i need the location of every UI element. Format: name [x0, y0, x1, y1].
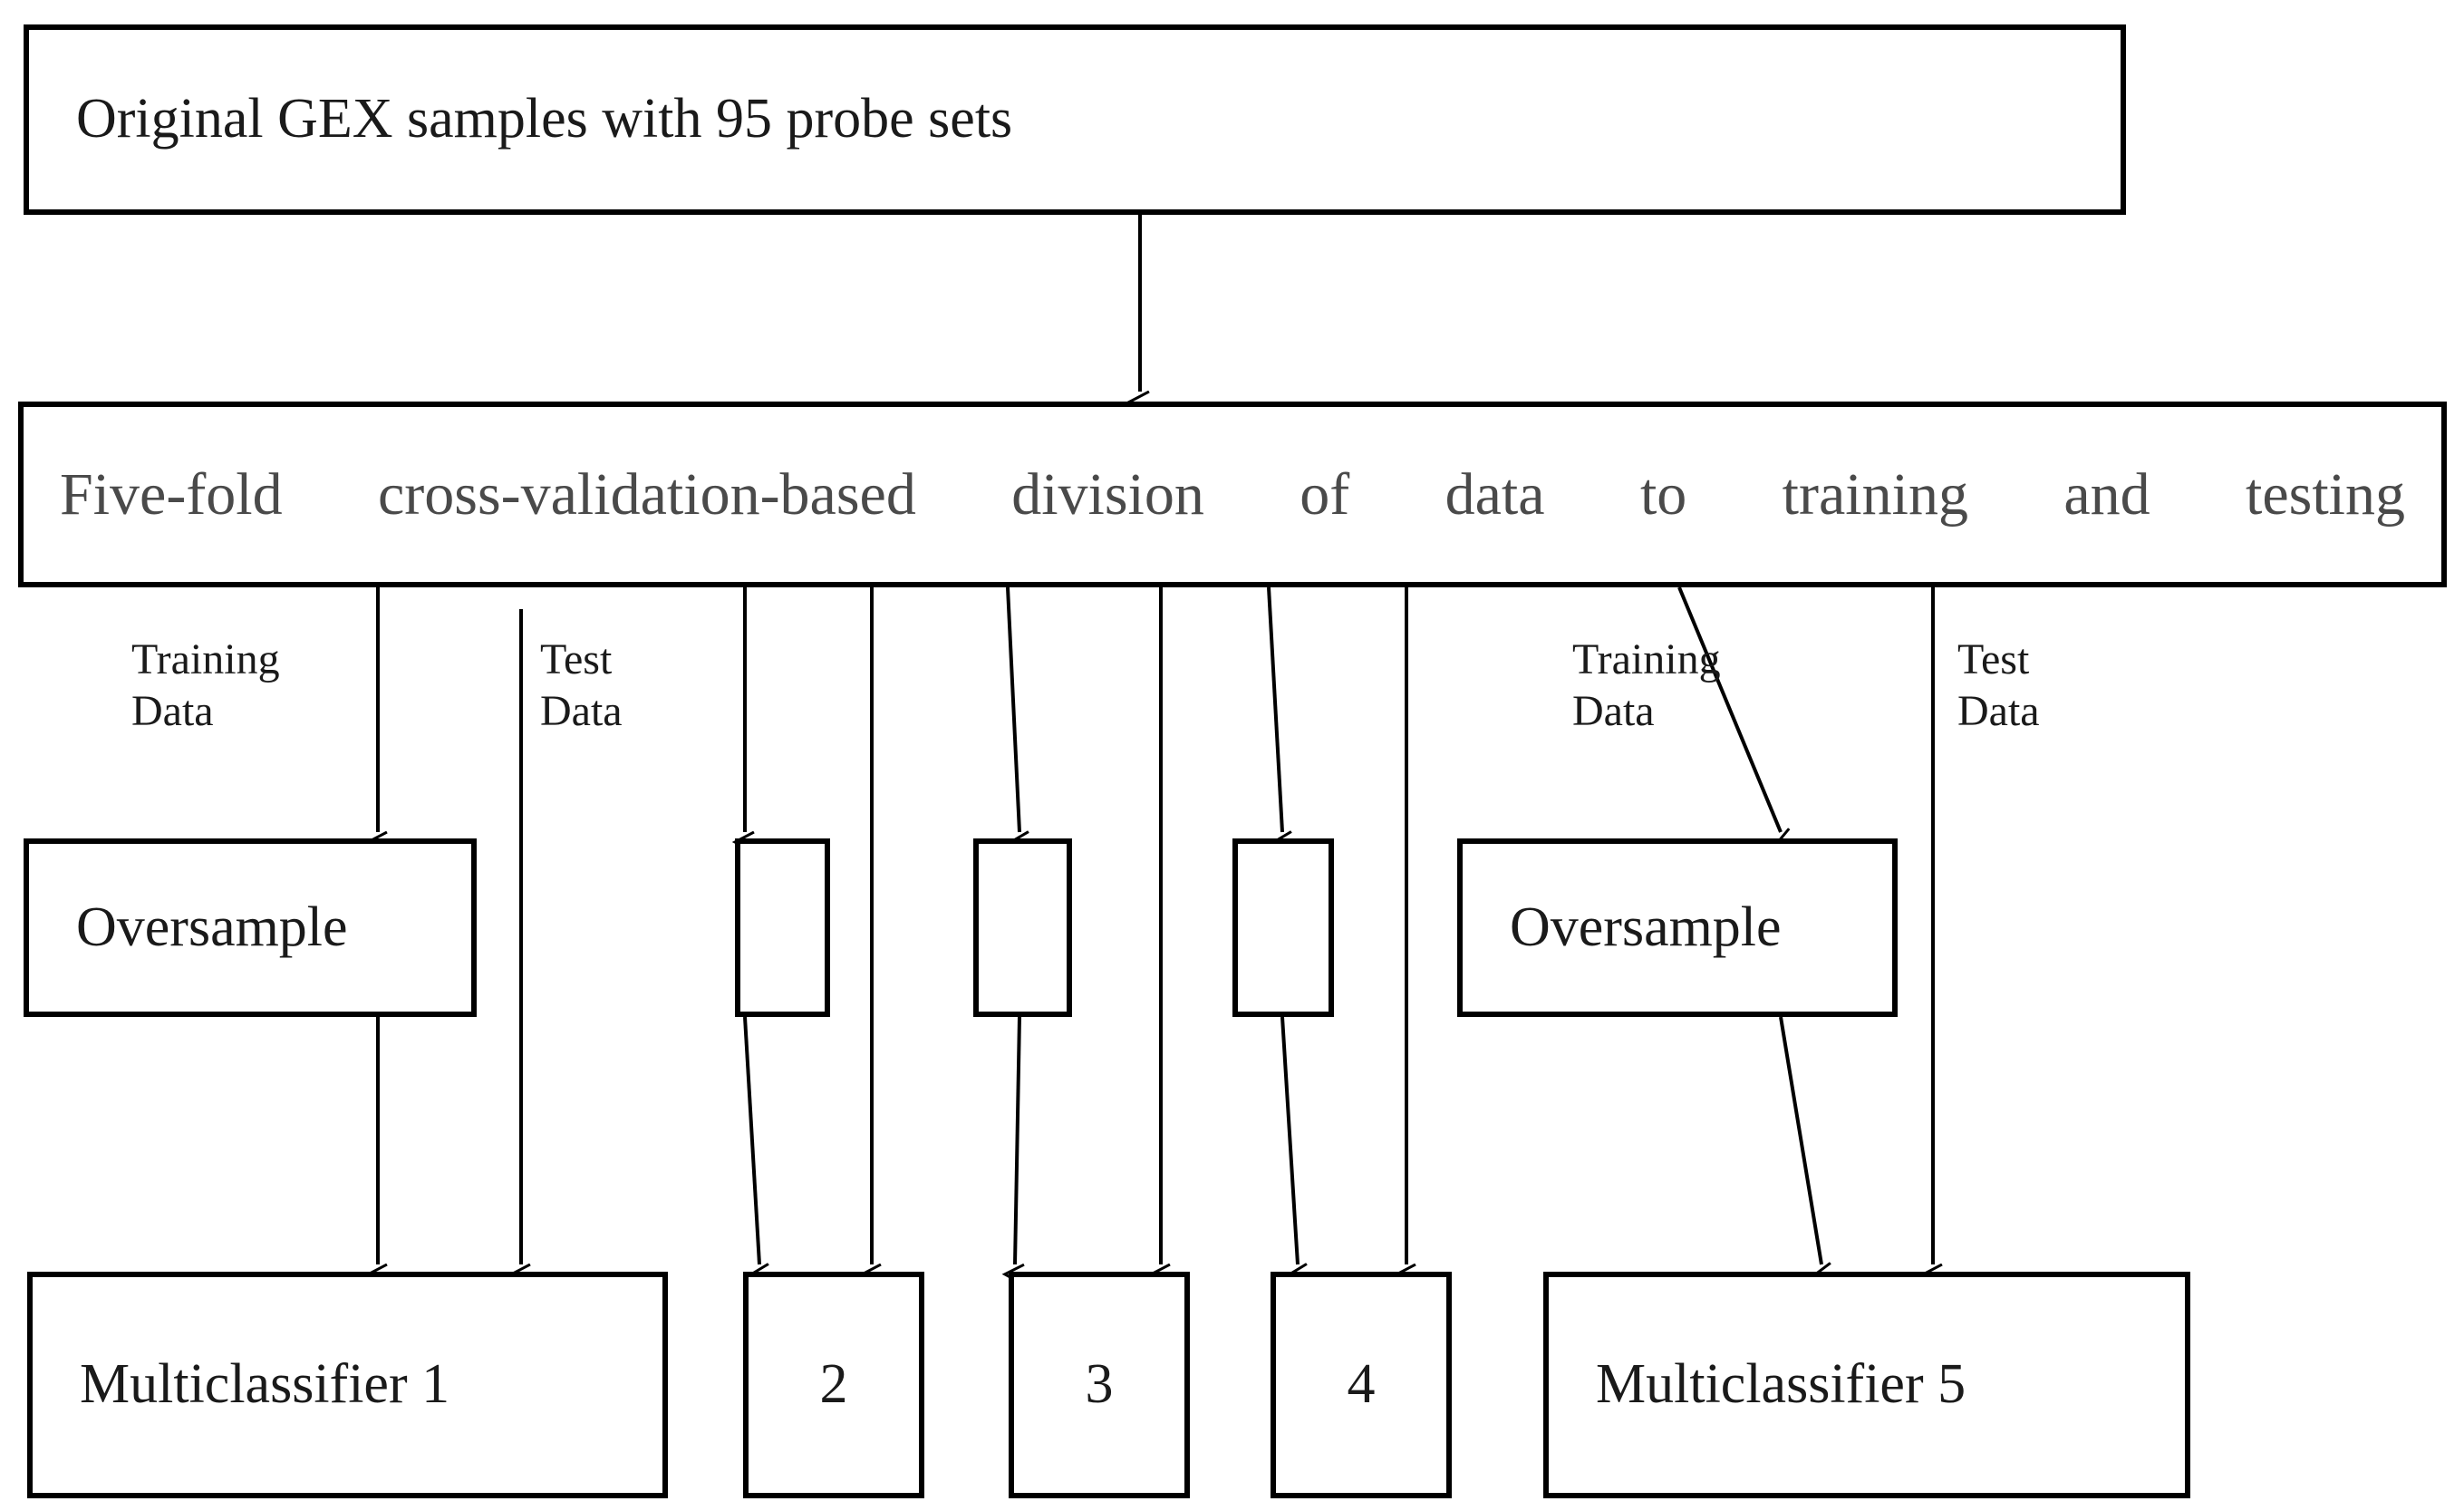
multiclassifier-label-5: Multiclassifier 5: [1596, 1353, 1966, 1416]
original-gex-label: Original GEX samples with 95 probe sets: [76, 88, 1013, 150]
oversample-node-5[interactable]: Oversample: [1457, 838, 1898, 1017]
edge-label-test-data-left: Test Data: [540, 635, 623, 735]
oversample-node-4[interactable]: [1232, 838, 1334, 1017]
edge-label-training-data-right: Training Data: [1572, 635, 1721, 735]
edge-oversample3-to-classifier3: [1015, 1016, 1019, 1264]
multiclassifier-label-3: 3: [1085, 1353, 1114, 1416]
five-fold-cv-label: Five-fold cross-validation-based divisio…: [60, 460, 2405, 528]
oversample-node-2[interactable]: [735, 838, 830, 1017]
oversample-label-5: Oversample: [1510, 896, 1782, 958]
edge-fold4-training: [1267, 586, 1282, 832]
oversample-label-1: Oversample: [76, 896, 348, 958]
edge-oversample4-to-classifier4: [1280, 1016, 1298, 1264]
multiclassifier-label-4: 4: [1347, 1353, 1376, 1416]
multiclassifier-node-5[interactable]: Multiclassifier 5: [1543, 1272, 2190, 1498]
multiclassifier-node-2[interactable]: 2: [743, 1272, 924, 1498]
oversample-node-3[interactable]: [973, 838, 1072, 1017]
edge-label-test-data-right: Test Data: [1957, 635, 2040, 735]
edge-fold5-training: [1677, 586, 1781, 832]
edge-label-training-data-left: Training Data: [131, 635, 280, 735]
multiclassifier-node-3[interactable]: 3: [1009, 1272, 1190, 1498]
edge-fold3-training: [1006, 586, 1019, 832]
multiclassifier-label-1: Multiclassifier 1: [80, 1353, 450, 1416]
original-gex-node[interactable]: Original GEX samples with 95 probe sets: [24, 24, 2126, 215]
multiclassifier-label-2: 2: [819, 1353, 848, 1416]
edge-oversample5-to-classifier5: [1779, 1016, 1821, 1264]
oversample-node-1[interactable]: Oversample: [24, 838, 477, 1017]
five-fold-cv-node[interactable]: Five-fold cross-validation-based divisio…: [18, 402, 2447, 587]
multiclassifier-node-4[interactable]: 4: [1271, 1272, 1452, 1498]
multiclassifier-node-1[interactable]: Multiclassifier 1: [27, 1272, 668, 1498]
edge-oversample2-to-classifier2: [743, 1016, 759, 1264]
